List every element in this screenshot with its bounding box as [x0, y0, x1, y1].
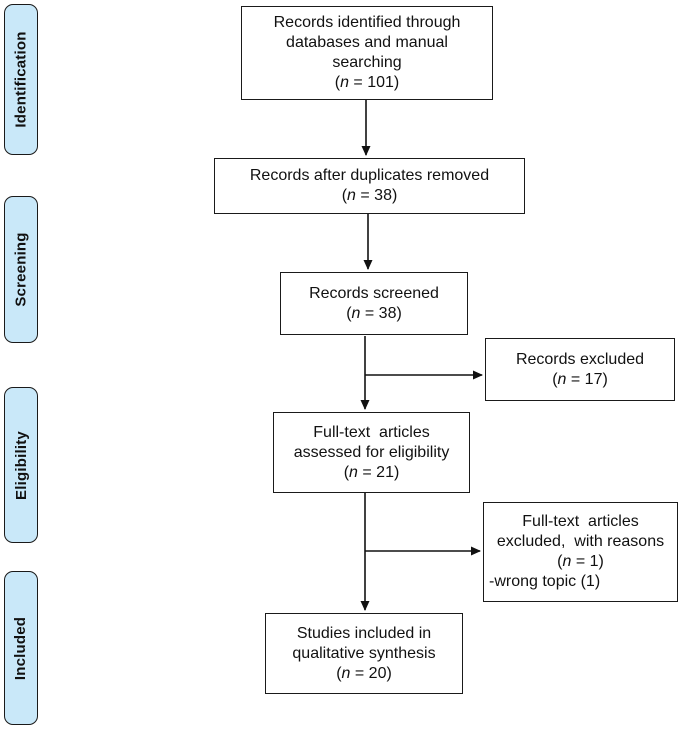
- flow-box-line: Records identified through: [273, 14, 461, 31]
- flow-box-line: (n = 38): [341, 187, 398, 204]
- stage-label-identification: Identification: [4, 4, 38, 155]
- flow-box-records-excluded: Records excluded (n = 17): [485, 338, 675, 401]
- stage-label-text: Screening: [12, 232, 30, 307]
- flow-box-records-after-duplicates: Records after duplicates removed (n = 38): [214, 158, 525, 214]
- flow-box-records-identified: Records identified through databases and …: [241, 6, 493, 100]
- flow-box-records-screened: Records screened (n = 38): [280, 272, 468, 335]
- stage-label-text: Identification: [12, 31, 30, 128]
- flow-box-line: (n = 21): [343, 463, 400, 481]
- flow-box-studies-included: Studies included in qualitative synthesis…: [265, 613, 463, 694]
- flow-box-line: databases and manual: [286, 34, 448, 51]
- flow-box-line: (n = 1): [557, 553, 604, 570]
- flow-box-line: searching: [332, 54, 402, 71]
- stage-label-text: Eligibility: [12, 430, 30, 500]
- flow-box-line: Records screened: [309, 284, 439, 302]
- flow-box-fulltext-excluded: Full-text articles excluded, with reasons…: [483, 502, 678, 602]
- stage-label-eligibility: Eligibility: [4, 387, 38, 543]
- flow-box-line: qualitative synthesis: [292, 644, 436, 662]
- flow-box-line: Full-text articles: [313, 423, 430, 441]
- flow-box-line: Records excluded: [515, 350, 645, 368]
- flow-box-line: Full-text articles: [522, 513, 639, 530]
- flow-box-line: Studies included in: [296, 624, 432, 642]
- flow-box-line: (n = 38): [346, 304, 402, 322]
- stage-label-text: Included: [12, 616, 30, 680]
- flow-box-line: (n = 101): [334, 74, 400, 91]
- flow-box-line: -wrong topic (1): [489, 573, 601, 590]
- stage-label-screening: Screening: [4, 196, 38, 343]
- flow-box-line: excluded, with reasons: [496, 533, 665, 550]
- flow-box-fulltext-assessed: Full-text articles assessed for eligibili…: [273, 412, 470, 493]
- stage-label-included: Included: [4, 571, 38, 725]
- flow-box-line: (n = 20): [336, 664, 392, 682]
- flow-box-line: assessed for eligibility: [293, 443, 450, 461]
- flow-box-line: Records after duplicates removed: [249, 167, 490, 184]
- flow-box-line: (n = 17): [552, 370, 608, 388]
